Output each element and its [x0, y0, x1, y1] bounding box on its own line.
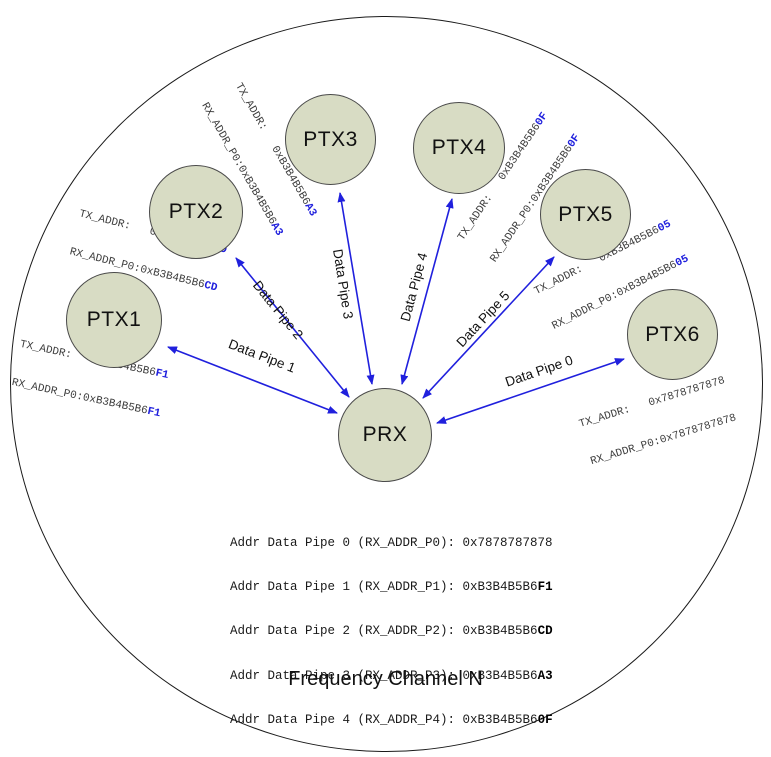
address-row-text: Addr Data Pipe 4 (RX_ADDR_P4): 0xB3B4B5B…: [230, 713, 538, 728]
data-pipe-3-arrow: [337, 192, 375, 385]
frequency-channel-label: Frequency Channel N: [288, 668, 483, 690]
address-row-text: Addr Data Pipe 0 (RX_ADDR_P0): 0x7878787…: [230, 535, 553, 550]
node-label: PTX6: [645, 322, 700, 346]
frequency-channel-boundary: [10, 16, 763, 752]
address-row: Addr Data Pipe 0 (RX_ADDR_P0): 0x7878787…: [230, 536, 553, 551]
node-ptx1: PTX1: [66, 272, 162, 368]
address-row-highlight: A3: [537, 668, 553, 683]
address-row-highlight: CD: [537, 624, 553, 639]
node-label: PTX5: [558, 202, 613, 226]
node-ptx6: PTX6: [627, 289, 718, 380]
tx-addr-highlight: F1: [154, 367, 170, 383]
node-prx: PRX: [338, 388, 432, 482]
address-row-text: Addr Data Pipe 3 (RX_ADDR_P3): 0xB3B4B5B…: [230, 668, 538, 683]
address-row-highlight: F1: [537, 579, 553, 594]
address-row: Addr Data Pipe 1 (RX_ADDR_P1): 0xB3B4B5B…: [230, 580, 553, 595]
node-label: PRX: [362, 423, 408, 446]
pipe-address-table: Addr Data Pipe 0 (RX_ADDR_P0): 0x7878787…: [230, 506, 553, 757]
node-label: PTX1: [86, 308, 142, 331]
address-row: Addr Data Pipe 4 (RX_ADDR_P4): 0xB3B4B5B…: [230, 713, 553, 728]
rx-addr-highlight: CD: [202, 279, 219, 295]
node-ptx5: PTX5: [540, 169, 631, 260]
address-row: Addr Data Pipe 2 (RX_ADDR_P2): 0xB3B4B5B…: [230, 624, 553, 639]
node-label: PTX4: [431, 136, 487, 159]
rx-addr-line: RX_ADDR_P0:0xB3B4B5B6F1: [10, 376, 162, 421]
node-ptx2: PTX2: [149, 165, 243, 259]
rx-addr-highlight: F1: [146, 405, 162, 421]
node-label: PTX3: [303, 127, 358, 151]
data-pipe-2-arrow: [235, 257, 350, 398]
rx-addr-text: RX_ADDR_P0:0xB3B4B5B6: [10, 376, 149, 418]
address-row-text: Addr Data Pipe 2 (RX_ADDR_P2): 0xB3B4B5B…: [230, 624, 538, 639]
address-row-highlight: 0F: [537, 713, 553, 728]
node-ptx4: PTX4: [413, 102, 505, 194]
address-row: Addr Data Pipe 3 (RX_ADDR_P3): 0xB3B4B5B…: [230, 669, 553, 684]
address-row-text: Addr Data Pipe 1 (RX_ADDR_P1): 0xB3B4B5B…: [230, 579, 538, 594]
node-ptx3: PTX3: [285, 94, 376, 185]
node-label: PTX2: [168, 200, 224, 223]
data-pipe-0-arrow: [436, 358, 625, 424]
